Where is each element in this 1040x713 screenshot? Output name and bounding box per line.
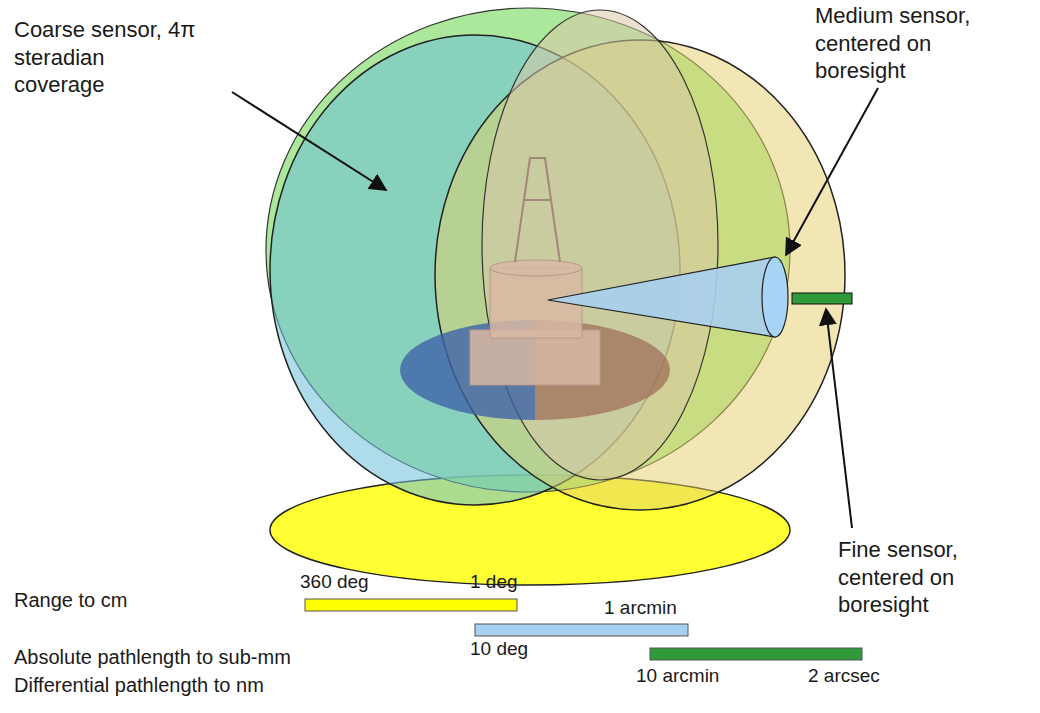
scale-label: 1 arcmin <box>604 596 677 620</box>
scale-label: 10 deg <box>470 637 528 661</box>
scale-label: 2 arcsec <box>808 664 880 688</box>
callout-label: Fine sensor, centered on boresight <box>838 536 1016 619</box>
scale-label: 360 deg <box>300 570 369 594</box>
scale-label: 10 arcmin <box>636 664 719 688</box>
row-label: Absolute pathlength to sub-mm <box>14 645 291 670</box>
callout-label: Coarse sensor, 4π steradian coverage <box>14 16 199 99</box>
row-label: Range to cm <box>14 588 127 613</box>
callout-label: Medium sensor, centered on boresight <box>815 2 1007 85</box>
row-label: Differential pathlength to nm <box>14 673 264 698</box>
scale-label: 1 deg <box>470 570 518 594</box>
